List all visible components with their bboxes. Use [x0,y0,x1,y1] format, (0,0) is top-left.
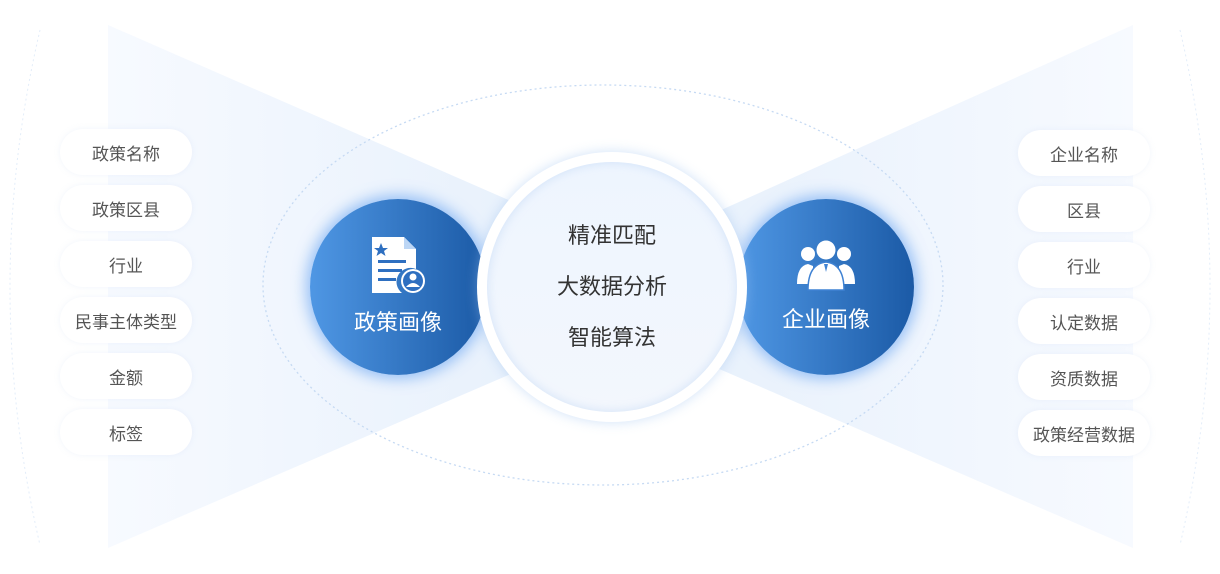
outer-arc-left [9,29,41,546]
policy-profile-node: 政策画像 [310,199,486,375]
outer-arc-right [1179,29,1211,546]
policy-item: 政策名称 [60,129,192,175]
dotted-ellipse [262,84,944,486]
policy-item: 行业 [60,241,192,287]
enterprise-item: 政策经营数据 [1018,410,1150,456]
core-line: 大数据分析 [556,274,667,300]
policy-item: 金额 [60,353,192,399]
core-line: 精准匹配 [567,223,656,249]
policy-item: 政策区县 [60,185,192,231]
enterprise-item: 认定数据 [1018,298,1150,344]
policy-document-icon [372,237,425,293]
policy-item: 民事主体类型 [60,297,192,343]
matching-core: 精准匹配 大数据分析 智能算法 [477,152,747,422]
enterprise-item: 企业名称 [1018,130,1150,176]
enterprise-item: 区县 [1018,186,1150,232]
policy-profile-title: 政策画像 [353,311,442,336]
enterprise-item: 资质数据 [1018,354,1150,400]
people-group-icon [797,240,855,291]
policy-item: 标签 [60,409,192,455]
enterprise-profile-title: 企业画像 [781,308,870,333]
core-line: 智能算法 [567,325,656,351]
enterprise-profile-node: 企业画像 [738,199,914,375]
enterprise-item: 行业 [1018,242,1150,288]
